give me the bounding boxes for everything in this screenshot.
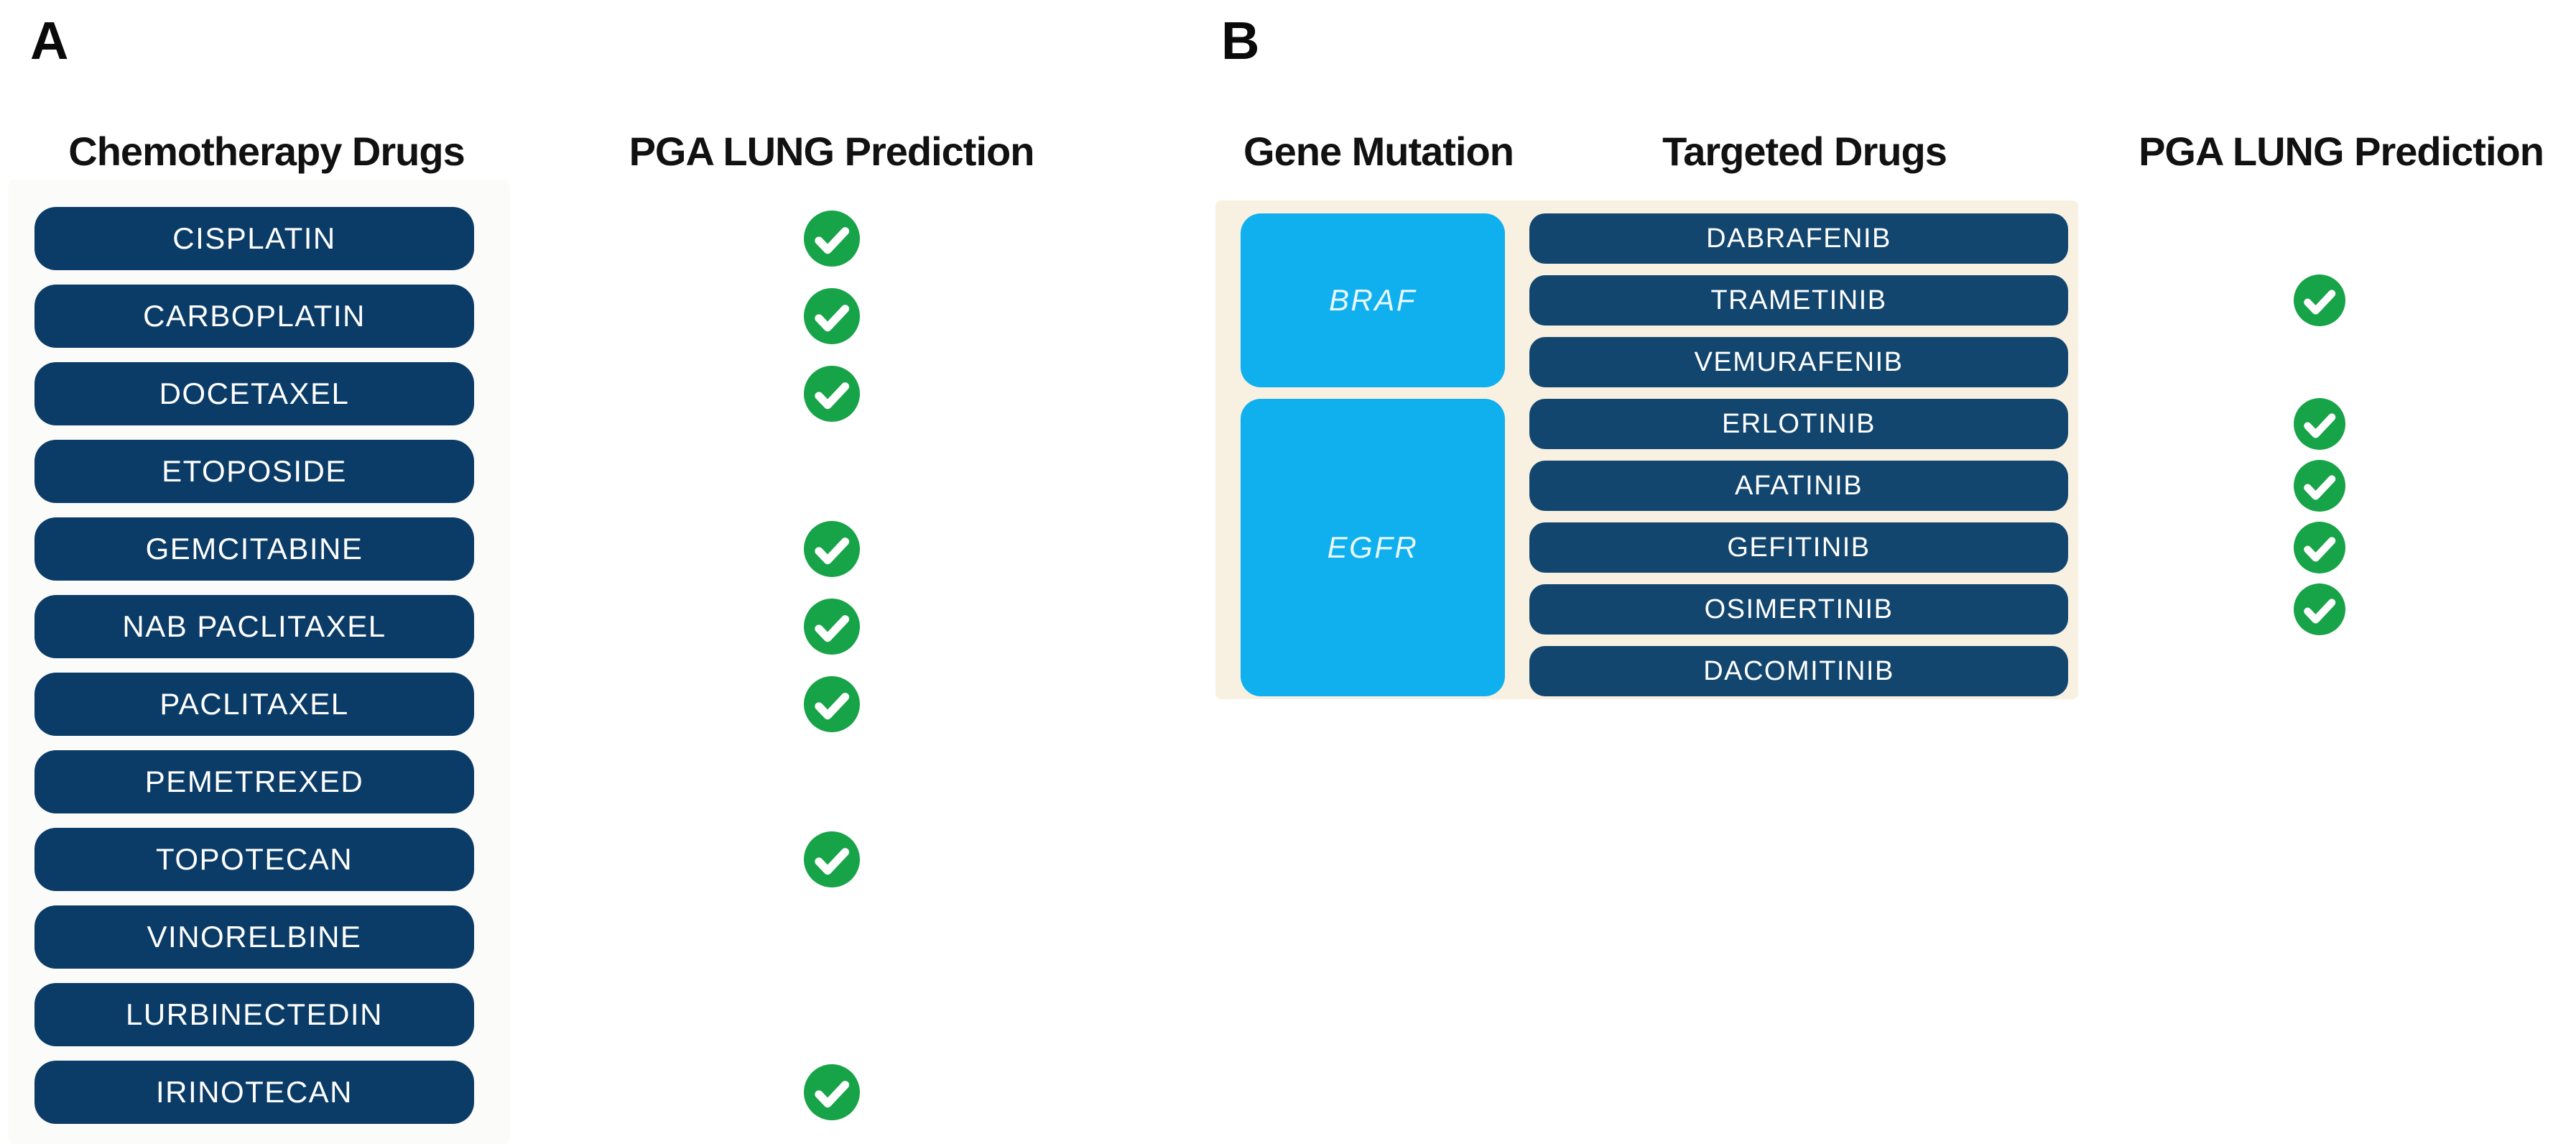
prediction-check-slot — [803, 1061, 861, 1124]
gene-box-egfr: EGFR — [1241, 399, 1505, 696]
targeted-drug-pill: GEFITINIB — [1529, 522, 2068, 573]
drug-pill: PEMETREXED — [34, 750, 474, 813]
drug-pill: ETOPOSIDE — [34, 440, 474, 503]
chemo-row-vinorelbine: VINORELBINE — [34, 905, 861, 969]
targeted-drug-pill: TRAMETINIB — [1529, 275, 2068, 326]
prediction-check-slot — [2293, 275, 2346, 326]
check-circle-icon — [2294, 398, 2345, 450]
targeted-therapy-card: BRAF DABRAFENIB TRAMETINIB VEMURAFENIB EGFR E… — [1215, 200, 2078, 699]
drug-pill: GEMCITABINE — [34, 517, 474, 581]
prediction-check-slot — [803, 285, 861, 348]
prediction-check-slot — [803, 673, 861, 736]
drug-pill: DOCETAXEL — [34, 362, 474, 425]
chemo-row-lurbinectedin: LURBINECTEDIN — [34, 983, 861, 1046]
check-circle-icon — [804, 831, 860, 887]
check-circle-icon — [804, 366, 860, 422]
targeted-drug-pill: VEMURAFENIB — [1529, 337, 2068, 387]
check-circle-icon — [804, 288, 860, 344]
chemo-row-nab-paclitaxel: NAB PACLITAXEL — [34, 595, 861, 658]
targeted-drug-pill: OSIMERTINIB — [1529, 584, 2068, 635]
check-circle-icon — [804, 211, 860, 267]
panel-a-label: A — [30, 11, 69, 70]
chemo-row-pemetrexed: PEMETREXED — [34, 750, 861, 813]
pga-lung-prediction-header-a: PGA LUNG Prediction — [629, 129, 1035, 174]
prediction-empty-slot — [2293, 213, 2346, 264]
chemo-row-irinotecan: IRINOTECAN — [34, 1061, 861, 1124]
prediction-check-slot — [2293, 460, 2346, 512]
targeted-drug-pill: ERLOTINIB — [1529, 399, 2068, 449]
prediction-check-slot — [2293, 522, 2346, 573]
targeted-therapy-grid: BRAF DABRAFENIB TRAMETINIB VEMURAFENIB EGFR E… — [1215, 200, 2078, 696]
chemo-row-carboplatin: CARBOPLATIN — [34, 285, 861, 348]
check-circle-icon — [804, 1064, 860, 1120]
chemotherapy-rows: CISPLATIN CARBOPLATIN DOCETAXEL ETOPOSIDE GE… — [34, 207, 861, 1138]
drug-pill: TOPOTECAN — [34, 828, 474, 891]
drug-pill: CISPLATIN — [34, 207, 474, 270]
prediction-check-slot — [803, 207, 861, 270]
chemo-row-etoposide: ETOPOSIDE — [34, 440, 861, 503]
drug-pill: PACLITAXEL — [34, 673, 474, 736]
prediction-check-slot — [803, 595, 861, 658]
targeted-prediction-column — [2293, 213, 2346, 708]
targeted-drugs-header: Targeted Drugs — [1662, 129, 1947, 174]
check-circle-icon — [2294, 522, 2345, 573]
check-circle-icon — [2294, 583, 2345, 635]
chemo-row-paclitaxel: PACLITAXEL — [34, 673, 861, 736]
prediction-check-slot — [803, 517, 861, 581]
prediction-empty-slot — [803, 983, 861, 1046]
prediction-empty-slot — [803, 750, 861, 813]
chemotherapy-drugs-header: Chemotherapy Drugs — [68, 129, 465, 174]
prediction-empty-slot — [803, 905, 861, 969]
check-circle-icon — [804, 521, 860, 577]
targeted-drug-pill: DACOMITINIB — [1529, 646, 2068, 696]
chemo-row-docetaxel: DOCETAXEL — [34, 362, 861, 425]
prediction-check-slot — [2293, 398, 2346, 450]
targeted-drug-pill: DABRAFENIB — [1529, 213, 2068, 264]
prediction-check-slot — [2293, 583, 2346, 635]
drug-pill: LURBINECTEDIN — [34, 983, 474, 1046]
prediction-empty-slot — [2293, 646, 2346, 696]
pga-lung-prediction-header-b: PGA LUNG Prediction — [2139, 129, 2544, 174]
chemo-row-gemcitabine: GEMCITABINE — [34, 517, 861, 581]
drug-pill: NAB PACLITAXEL — [34, 595, 474, 658]
drug-pill: IRINOTECAN — [34, 1061, 474, 1124]
prediction-check-slot — [803, 362, 861, 425]
check-circle-icon — [2294, 275, 2345, 326]
chemo-row-topotecan: TOPOTECAN — [34, 828, 861, 891]
drug-pill: CARBOPLATIN — [34, 285, 474, 348]
check-circle-icon — [804, 599, 860, 655]
gene-mutation-header: Gene Mutation — [1243, 129, 1514, 174]
prediction-empty-slot — [803, 440, 861, 503]
chemo-row-cisplatin: CISPLATIN — [34, 207, 861, 270]
drug-pill: VINORELBINE — [34, 905, 474, 969]
prediction-empty-slot — [2293, 337, 2346, 387]
prediction-check-slot — [803, 828, 861, 891]
panel-b-label: B — [1221, 11, 1260, 70]
targeted-drug-pill: AFATINIB — [1529, 461, 2068, 511]
check-circle-icon — [804, 676, 860, 732]
gene-box-braf: BRAF — [1241, 213, 1505, 387]
check-circle-icon — [2294, 460, 2345, 512]
